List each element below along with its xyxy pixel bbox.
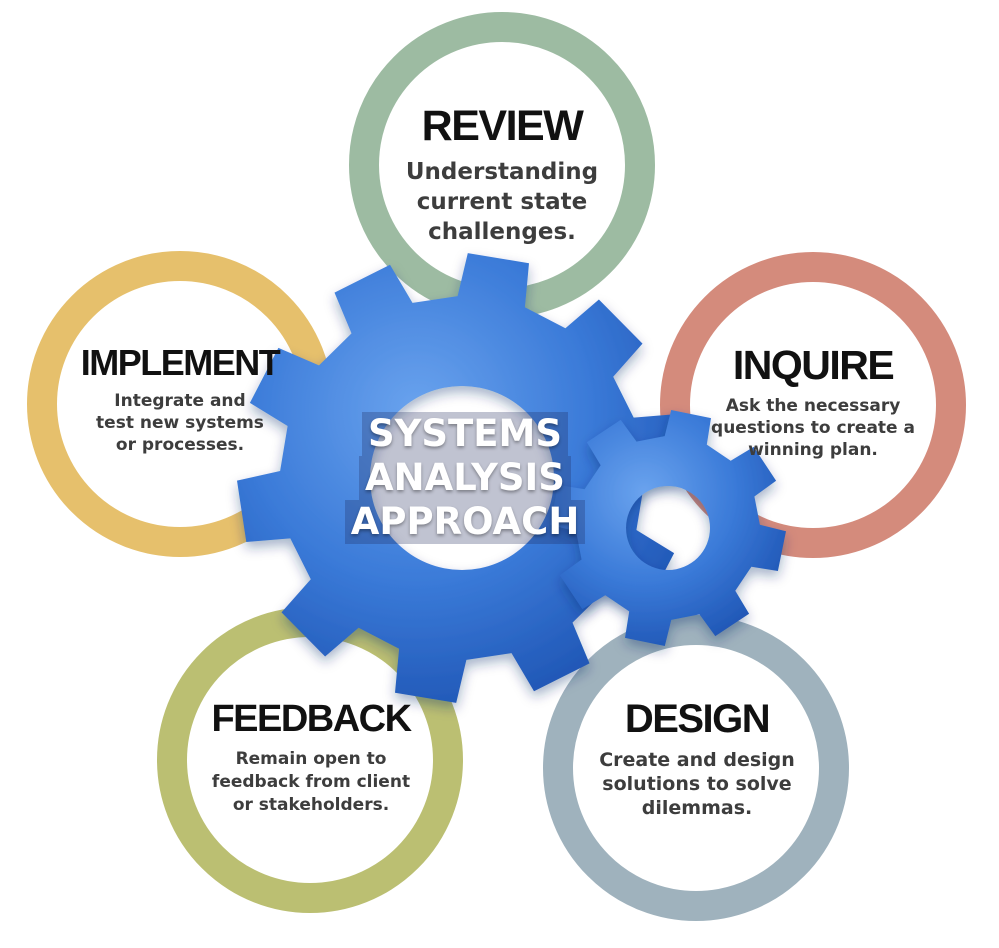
- feedback-content: FEEDBACK Remain open to feedback from cl…: [196, 698, 426, 817]
- design-ring: [543, 615, 849, 921]
- inquire-desc-line1: Ask the necessary: [725, 396, 901, 417]
- review-desc-line3: challenges.: [428, 219, 576, 246]
- design-desc-line1: Create and design: [599, 749, 795, 771]
- feedback-desc-line1: Remain open to: [235, 748, 387, 769]
- inquire-desc-line2: questions to create a: [711, 418, 915, 439]
- feedback-title: FEEDBACK: [211, 698, 412, 740]
- inquire-title: INQUIRE: [732, 342, 895, 388]
- implement-desc-line3: or processes.: [115, 434, 245, 455]
- review-description: Understanding current state challenges.: [392, 157, 612, 247]
- design-title: DESIGN: [624, 697, 771, 741]
- inquire-ring: [660, 252, 966, 558]
- review-desc-line1: Understanding: [405, 159, 599, 186]
- center-title-line3: APPROACH: [344, 500, 586, 544]
- review-desc-line2: current state: [416, 189, 588, 216]
- design-desc-line3: dilemmas.: [641, 797, 753, 819]
- implement-description: Integrate and test new systems or proces…: [62, 390, 298, 456]
- center-title-line1: SYSTEMS: [361, 412, 569, 456]
- implement-content: IMPLEMENT Integrate and test new systems…: [62, 344, 298, 456]
- design-desc-line2: solutions to solve: [602, 773, 792, 795]
- feedback-desc-line2: feedback from client: [211, 771, 411, 792]
- review-content: REVIEW Understanding current state chall…: [392, 102, 612, 247]
- inquire-content: INQUIRE Ask the necessary questions to c…: [708, 342, 918, 461]
- center-title-line2: ANALYSIS: [359, 456, 571, 500]
- feedback-desc-line3: or stakeholders.: [232, 794, 390, 815]
- small-gear-icon: [550, 410, 786, 646]
- review-title: REVIEW: [421, 102, 584, 150]
- implement-desc-line1: Integrate and: [114, 390, 246, 411]
- inquire-desc-line3: winning plan.: [748, 440, 878, 461]
- design-description: Create and design solutions to solve dil…: [582, 748, 812, 820]
- implement-title: IMPLEMENT: [80, 342, 281, 383]
- feedback-description: Remain open to feedback from client or s…: [196, 748, 426, 817]
- design-content: DESIGN Create and design solutions to so…: [582, 698, 812, 820]
- inquire-description: Ask the necessary questions to create a …: [708, 395, 918, 461]
- implement-desc-line2: test new systems: [96, 412, 264, 433]
- center-title: SYSTEMS ANALYSIS APPROACH: [330, 412, 600, 544]
